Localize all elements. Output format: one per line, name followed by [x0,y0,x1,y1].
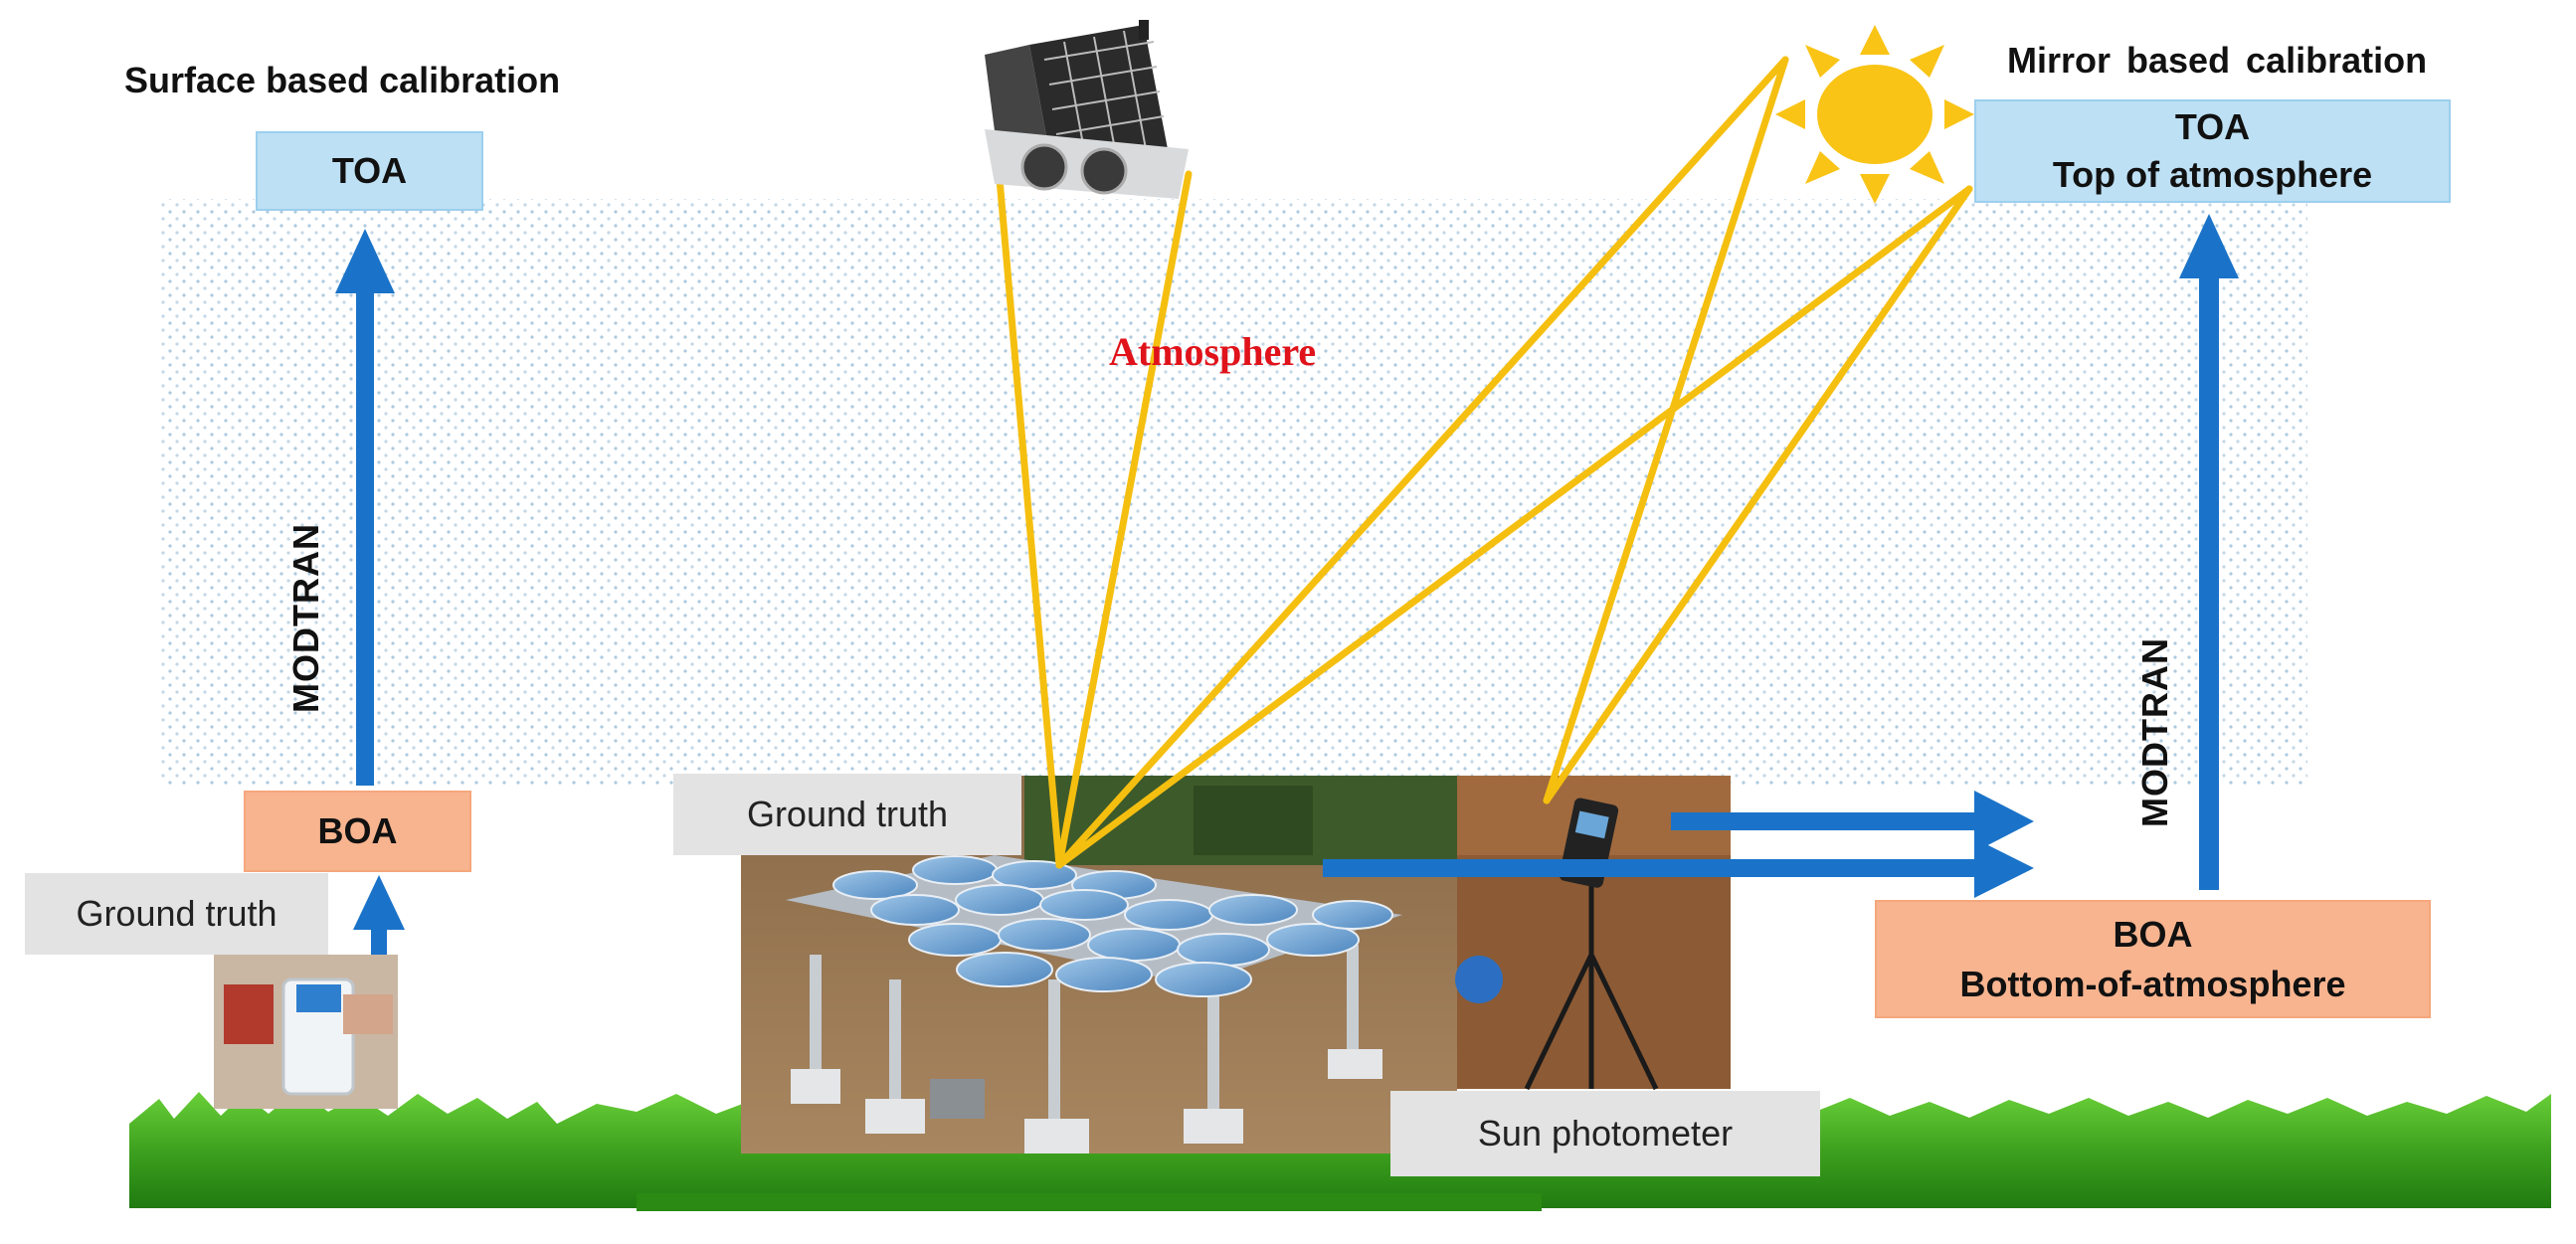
left-modtran-label: MODTRAN [285,523,326,713]
light-rays [996,56,1973,869]
mirror-calibration-title: Mirror based calibration [2007,40,2428,81]
left-toa-label: TOA [331,150,408,191]
right-toa-line1: TOA [2174,106,2251,147]
right-modtran-label: MODTRAN [2134,637,2175,827]
center-ground-truth-text: Ground truth [746,794,949,834]
sun-photometer-text: Sun photometer [1477,1113,1734,1154]
sun-icon [1775,25,1974,204]
arrows [335,214,2239,955]
left-boa-box: BOA [244,791,471,872]
center-ground-truth-label: Ground truth [673,774,1021,855]
surface-calibration-title: Surface based calibration [124,60,561,100]
right-boa-line2: Bottom-of-atmosphere [1959,963,2346,1004]
spectroradiometer-icon [214,955,398,1109]
right-toa-line2: Top of atmosphere [2052,154,2373,195]
atmosphere-band [159,199,2307,786]
sun-photometer-label: Sun photometer [1390,1091,1820,1176]
left-toa-box: TOA [256,131,483,211]
right-toa-box: TOA Top of atmosphere [1974,99,2451,203]
left-ground-truth-text: Ground truth [76,893,277,934]
left-boa-label: BOA [317,810,398,851]
right-boa-line1: BOA [2113,913,2193,955]
right-boa-box: BOA Bottom-of-atmosphere [1875,900,2431,1018]
atmosphere-label: Atmosphere [1109,329,1317,374]
satellite-icon [985,20,1189,199]
left-ground-truth-label: Ground truth [25,873,328,955]
